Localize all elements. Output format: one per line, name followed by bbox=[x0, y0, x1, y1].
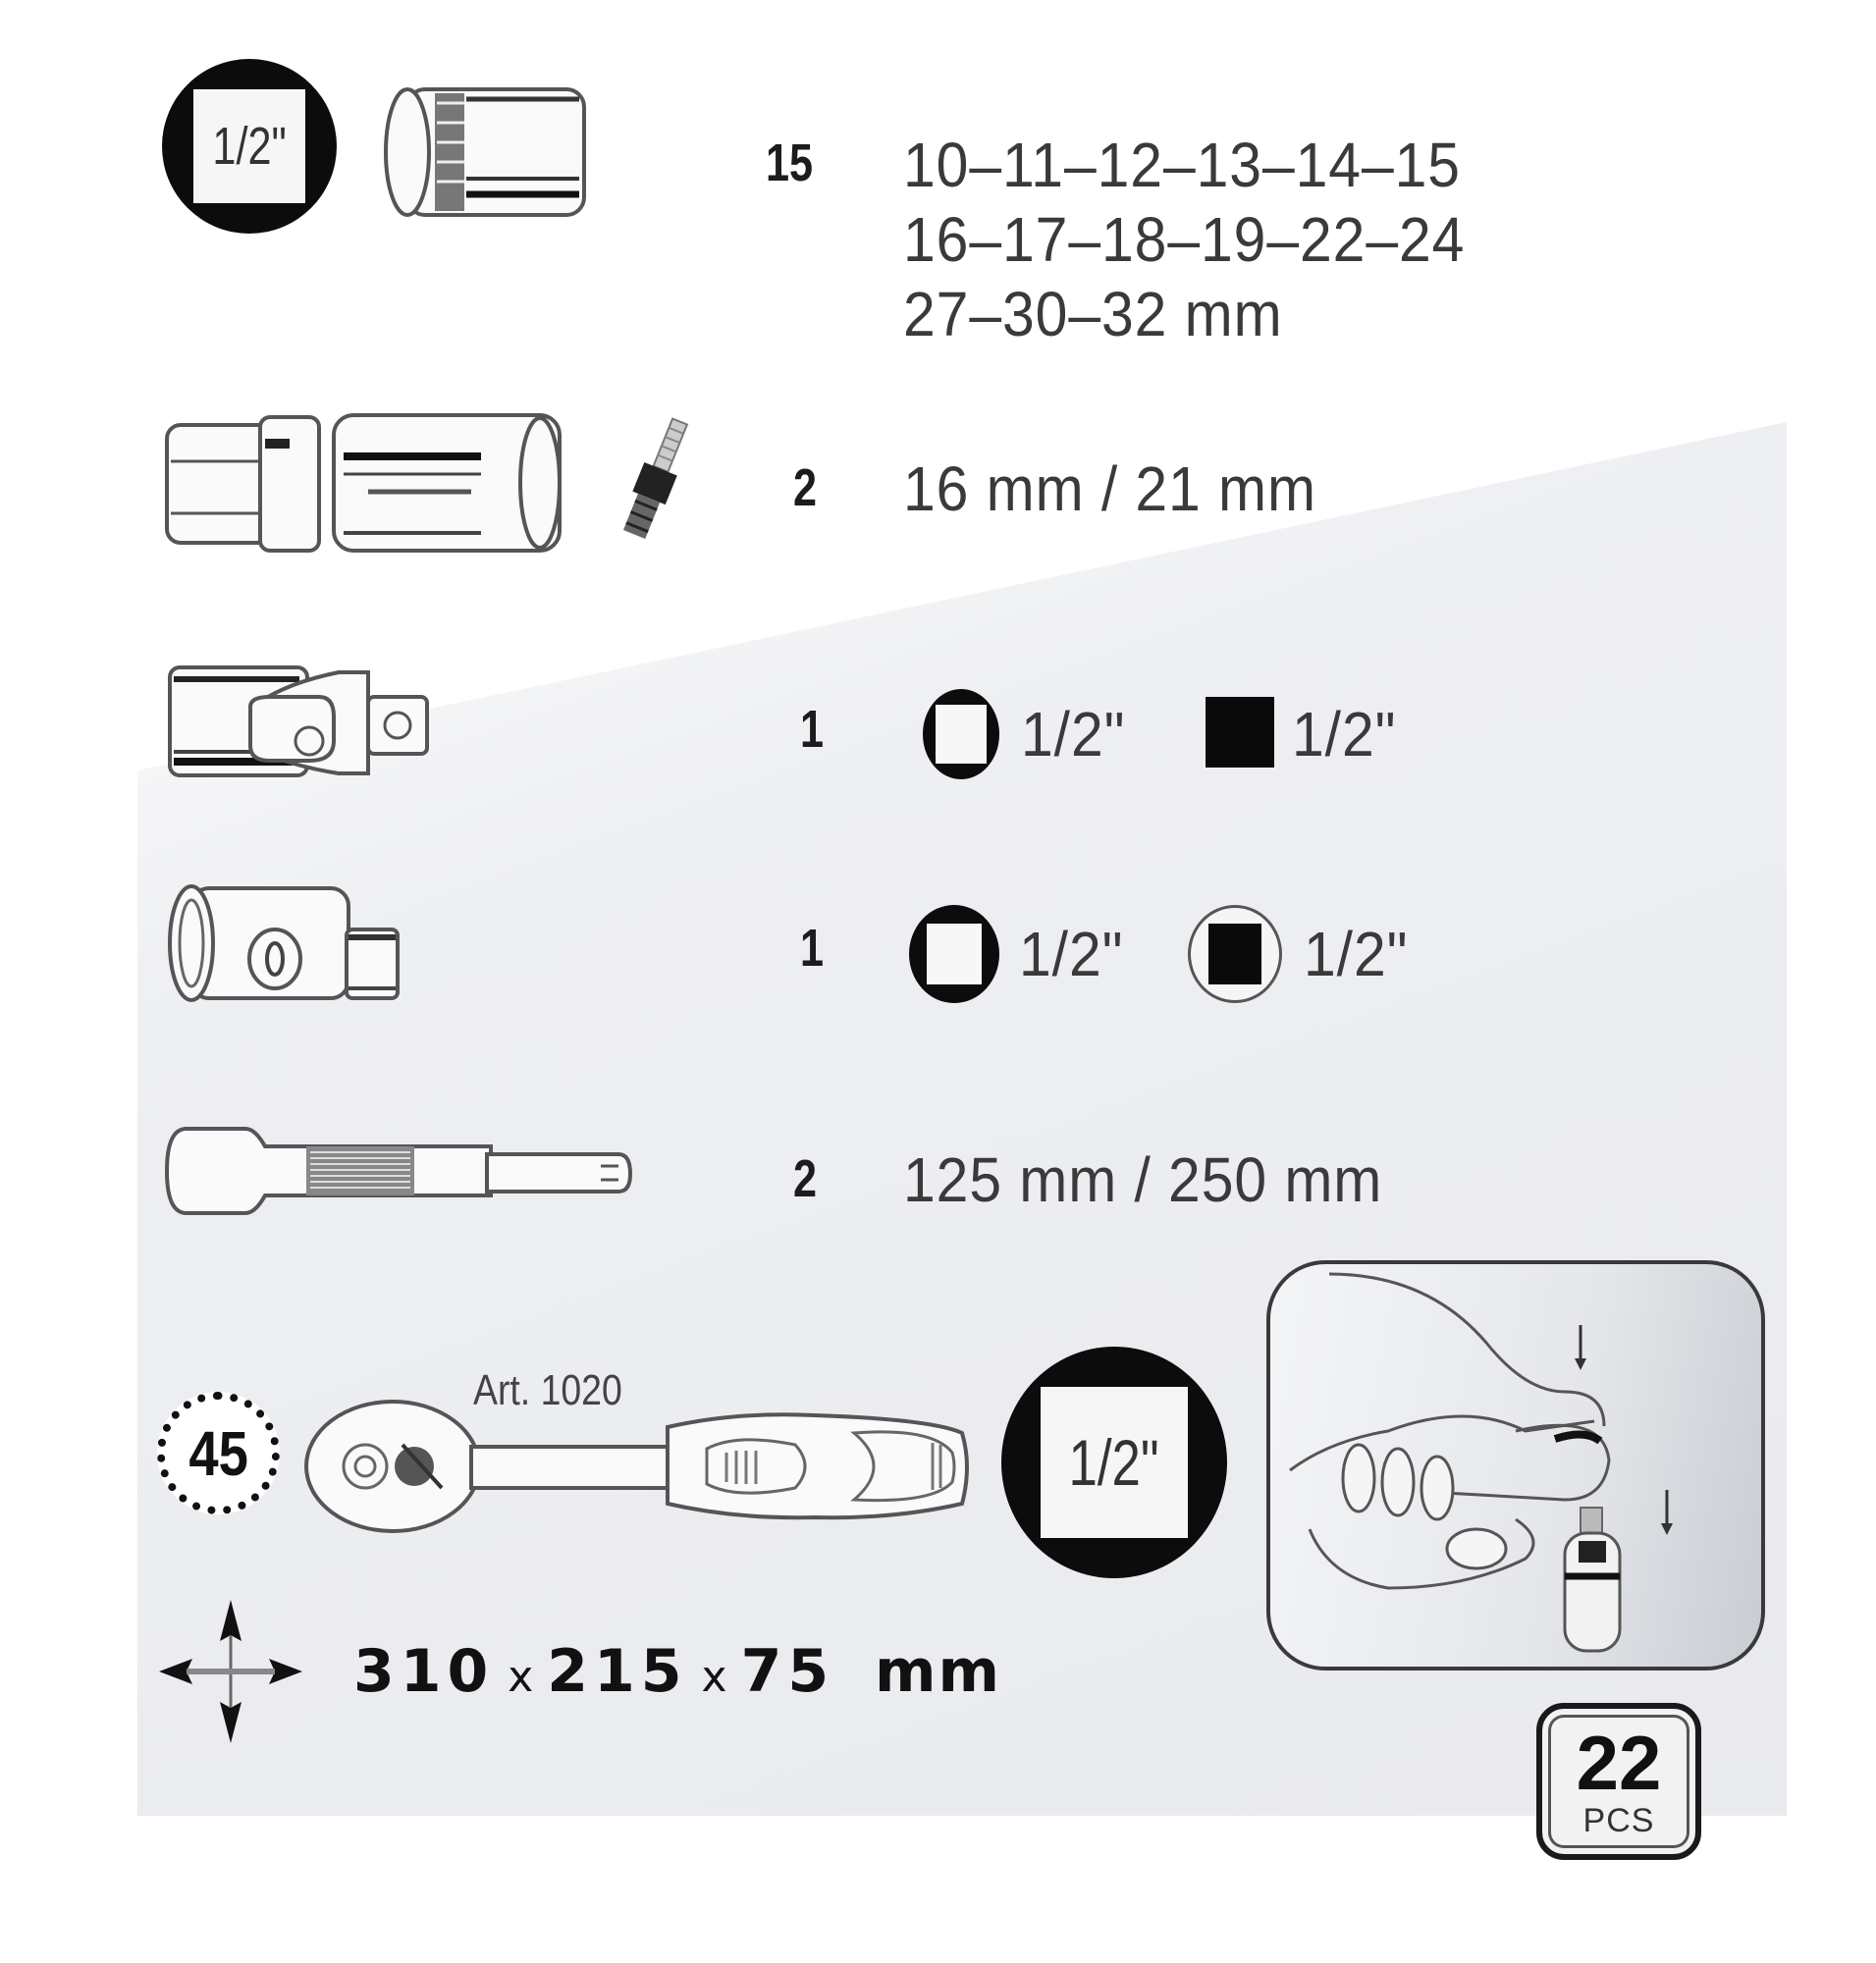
extension-bar-icon bbox=[164, 1127, 633, 1215]
quantity-spark-plug-sockets: 2 bbox=[793, 458, 818, 517]
case-height: 75 bbox=[740, 1637, 835, 1706]
dimensions-arrows-icon bbox=[159, 1600, 302, 1743]
uj-male-size: 1/2" bbox=[1292, 699, 1397, 769]
teeth-count-gear-badge: 45 bbox=[157, 1392, 280, 1514]
dimension-unit: mm bbox=[874, 1637, 1002, 1706]
case-width: 310 bbox=[353, 1637, 495, 1706]
spark-plug-icon bbox=[622, 417, 689, 540]
socket-icon bbox=[384, 87, 586, 217]
case-depth: 215 bbox=[547, 1637, 688, 1706]
spark-plug-socket-icon bbox=[165, 413, 562, 553]
adapter-male-size: 1/2" bbox=[1304, 919, 1409, 989]
socket-sizes: 10–11–12–13–14–15 16–17–18–19–22–24 27–3… bbox=[903, 128, 1465, 351]
piece-count-label: PCS bbox=[1582, 1801, 1655, 1839]
piece-count-badge: 22 PCS bbox=[1536, 1703, 1701, 1860]
ratchet-article-number: Art. 1020 bbox=[473, 1366, 622, 1414]
case-dimensions: 310 x 215 x 75 mm bbox=[353, 1637, 1001, 1706]
socket-sizes-line-1: 10–11–12–13–14–15 bbox=[903, 130, 1461, 200]
adapter-icon bbox=[168, 884, 400, 1002]
drive-size-label: 1/2" bbox=[212, 117, 287, 176]
teeth-count: 45 bbox=[188, 1417, 248, 1489]
drive-size-badge: 1/2" bbox=[162, 59, 337, 234]
ratchet-icon bbox=[304, 1400, 969, 1533]
socket-sizes-line-2: 16–17–18–19–22–24 bbox=[903, 204, 1466, 275]
adapter-female-size: 1/2" bbox=[1019, 919, 1124, 989]
ratchet-drive-size-badge: 1/2" bbox=[1001, 1347, 1227, 1578]
ratchet-drive-size-label: 1/2" bbox=[1068, 1426, 1160, 1499]
socket-sizes-line-3: 27–30–32 mm bbox=[903, 279, 1283, 349]
quantity-universal-joint: 1 bbox=[800, 700, 825, 759]
female-drive-symbol bbox=[909, 905, 999, 1003]
dimension-separator: x bbox=[701, 1652, 727, 1702]
universal-joint-icon bbox=[168, 665, 429, 777]
female-drive-symbol bbox=[923, 689, 999, 779]
quantity-sockets: 15 bbox=[766, 133, 814, 192]
ratchet-usage-illustration bbox=[1266, 1260, 1765, 1671]
hand-ratchet-drawing bbox=[1289, 1272, 1673, 1653]
piece-count: 22 bbox=[1576, 1719, 1662, 1806]
male-drive-symbol bbox=[1206, 697, 1274, 768]
extension-bar-lengths: 125 mm / 250 mm bbox=[903, 1144, 1383, 1215]
spark-plug-socket-sizes: 16 mm / 21 mm bbox=[903, 453, 1316, 524]
male-drive-in-circle-symbol bbox=[1188, 905, 1282, 1003]
uj-female-size: 1/2" bbox=[1021, 699, 1126, 769]
dimension-separator: x bbox=[508, 1652, 534, 1702]
quantity-extension-bars: 2 bbox=[793, 1149, 818, 1208]
quantity-adapter: 1 bbox=[800, 919, 825, 978]
